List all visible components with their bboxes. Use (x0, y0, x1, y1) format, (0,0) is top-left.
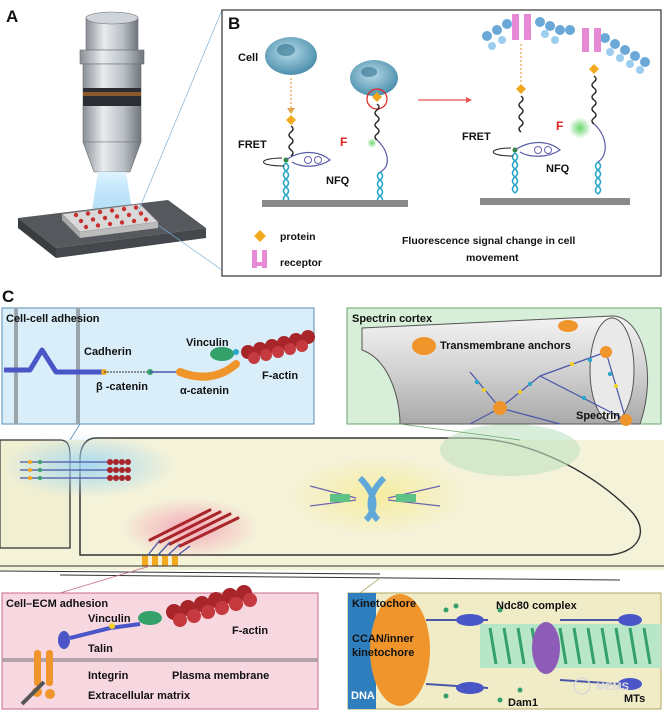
caption-line2: movement (466, 252, 519, 264)
dam1-ring (532, 622, 560, 674)
zoom-line-top (137, 9, 223, 213)
f-label-right: F (556, 119, 563, 133)
f-label-left: F (340, 135, 347, 149)
ecm-strands (142, 508, 240, 566)
spectrin-node-3 (620, 414, 632, 426)
f-actin-ecm-chain (166, 585, 257, 627)
spectrin-title: Spectrin cortex (352, 313, 433, 325)
alpha-catenin (176, 360, 240, 381)
panel-b: B Cell FRET (221, 9, 662, 277)
vinculin-blob (210, 347, 234, 361)
mts-label: MTs (624, 693, 645, 705)
anchor-blob-2 (558, 320, 578, 332)
integrin-label: Integrin (88, 670, 129, 682)
fret-probe-right (511, 84, 562, 194)
vinculin-ecm-label: Vinculin (88, 613, 131, 625)
cadherin-label: Cadherin (84, 346, 132, 358)
legend-receptor: receptor (280, 257, 322, 269)
glow-kinetochore (286, 456, 470, 536)
spectrin-node-2 (600, 346, 612, 358)
glow-cell-cell (2, 434, 174, 498)
nfq-label-right: NFQ (546, 163, 570, 175)
watermark-label: MEMS (596, 681, 629, 693)
beta-catenin-label: β -catenin (96, 381, 148, 393)
vinculin-label: Vinculin (186, 337, 229, 349)
ccan-label-1: CCAN/inner (352, 633, 414, 645)
panel-a: A (0, 0, 223, 285)
spectrin-node-1 (493, 401, 507, 415)
dna-label: DNA (351, 690, 375, 702)
cell-cell-box: Cell-cell adhesion Cadherin Vinculin β -… (1, 307, 315, 425)
cell-cell-title: Cell-cell adhesion (6, 313, 100, 325)
fret-label-left: FRET (238, 139, 267, 151)
ndc80-label: Ndc80 complex (496, 600, 578, 612)
watermark: MEMS (573, 677, 629, 695)
cell-free (265, 37, 317, 75)
ccan-label-2: kinetochore (352, 647, 414, 659)
substrate-left (262, 200, 408, 207)
cell-label: Cell (238, 52, 258, 64)
glow-spectrin (440, 424, 580, 476)
talin-label: Talin (88, 643, 113, 655)
ndc80-complexes (425, 614, 642, 694)
fret-arrow-left (263, 157, 285, 167)
ecm-label: Extracellular matrix (88, 690, 191, 702)
legend-protein: protein (280, 231, 316, 243)
substrate-lines (0, 565, 664, 581)
plasma-membrane-label: Plasma membrane (172, 670, 269, 682)
fret-probe-left (282, 115, 332, 204)
receptor-icon (252, 250, 267, 268)
f-actin-ecm-label: F-actin (232, 625, 268, 637)
spectrin-label: Spectrin (576, 410, 620, 422)
f-actin-chain (241, 330, 315, 364)
stage (18, 200, 206, 258)
kinetochore-label: Kinetochore (352, 598, 416, 610)
panel-a-label: A (6, 7, 18, 26)
cadherin-strand (4, 347, 104, 375)
panel-c-label: C (2, 287, 14, 306)
cell-ecm-title: Cell–ECM adhesion (6, 598, 108, 610)
light-beam (92, 172, 132, 210)
microtubule (480, 624, 661, 668)
caption-line1: Fluorescence signal change in cell (402, 235, 575, 247)
spindle (309, 475, 441, 523)
panel-b-label: B (228, 14, 240, 33)
anchor-blob-1 (412, 337, 436, 355)
well-dots (73, 205, 149, 230)
kinetochore-box: Kinetochore Ndc80 complex CCAN/inner kin… (347, 592, 662, 710)
junction-strands (20, 459, 131, 481)
ccan-blob (370, 594, 430, 706)
nfq-probe-right (569, 64, 606, 195)
microscope-objective (79, 11, 145, 173)
alpha-catenin-label: α-catenin (180, 385, 229, 397)
spectrin-box: Spectrin cortex Transmembrane anchors Sp… (346, 307, 662, 426)
membrane-right (482, 14, 650, 74)
nfq-label-left: NFQ (326, 175, 350, 187)
substrate-right (480, 198, 630, 205)
cell-attached (350, 60, 398, 110)
vinculin-ecm-blob (138, 611, 162, 625)
cell-ecm-box: Cell–ECM adhesion Vinculin F-actin Talin… (1, 585, 319, 710)
nfq-probe-left (367, 92, 388, 205)
f-actin-label: F-actin (262, 370, 298, 382)
fret-label-right: FRET (462, 131, 491, 143)
protein-icon (254, 230, 266, 242)
anchors-label: Transmembrane anchors (440, 340, 571, 352)
dam1-label: Dam1 (508, 697, 538, 709)
zoom-line-bottom (157, 224, 223, 271)
